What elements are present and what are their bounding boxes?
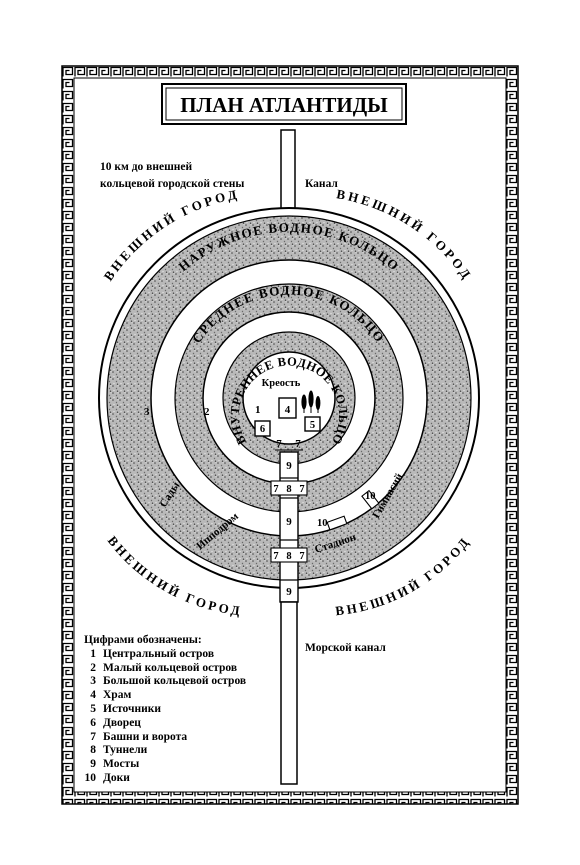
legend-number: 8: [90, 744, 96, 757]
legend-number: 2: [90, 661, 96, 674]
legend-text: Дворец: [103, 716, 141, 729]
legend-text: Доки: [103, 771, 130, 784]
legend-number: 3: [90, 675, 96, 688]
number-10-lower: 10: [317, 518, 328, 529]
number-8-outer: 8: [286, 551, 291, 562]
legend-item: 3 Большой кольцевой остров: [84, 675, 246, 689]
legend-item: 8 Туннели: [84, 744, 246, 758]
number-7-outer-left: 7: [273, 551, 278, 562]
legend-item: 9 Мосты: [84, 758, 246, 772]
springs-box: [304, 416, 321, 432]
legend-text: Центральный остров: [103, 647, 215, 660]
legend-item: 2 Малый кольцевой остров: [84, 662, 246, 676]
legend-item: 10 Доки: [84, 772, 246, 786]
legend-text: Башни и ворота: [103, 730, 188, 743]
legend-item: 5 Источники: [84, 703, 246, 717]
legend-number: 5: [90, 702, 96, 715]
number-5: 5: [310, 420, 315, 431]
gate-tunnel-outer: [270, 547, 308, 563]
legend-item: 6 Дворец: [84, 717, 246, 731]
number-9-middle-bridge: 9: [286, 516, 292, 528]
number-7-middle-left: 7: [273, 484, 278, 495]
fortress-label: Креость: [262, 378, 301, 389]
legend-heading: Цифрами обозначены:: [84, 634, 202, 646]
gate-tunnel-middle: [270, 480, 308, 496]
legend-item: 1 Центральный остров: [84, 648, 246, 662]
legend-number: 7: [90, 730, 96, 743]
number-1: 1: [255, 404, 261, 416]
distance-note-line-1: 10 км до внешней: [100, 161, 193, 173]
dock-upper: [361, 489, 380, 510]
legend-item: 4 Храм: [84, 689, 246, 703]
palace-box: [254, 420, 271, 437]
number-8-middle: 8: [286, 484, 291, 495]
legend-number: 1: [90, 647, 96, 660]
number-7-outer-right: 7: [299, 551, 304, 562]
number-7-middle-right: 7: [299, 484, 304, 495]
legend-text: Источники: [103, 702, 161, 715]
legend-number: 4: [90, 689, 96, 702]
title-box-outer: [161, 83, 407, 125]
number-7-inner-left: 7: [276, 438, 282, 450]
number-4: 4: [285, 404, 291, 416]
legend-number: 10: [84, 771, 97, 784]
number-2: 2: [204, 406, 210, 418]
legend-text: Храм: [103, 689, 132, 702]
temple-box: [278, 397, 297, 419]
number-3: 3: [144, 406, 150, 418]
legend-item: 7 Башни и ворота: [84, 731, 246, 745]
distance-note-line-2: кольцевой городской стены: [100, 178, 244, 190]
number-9-outer-bridge: 9: [286, 586, 292, 598]
number-6: 6: [260, 424, 265, 435]
legend-text: Большой кольцевой остров: [103, 675, 247, 688]
dock-lower: [326, 515, 348, 531]
legend-number: 9: [90, 758, 96, 771]
tree-icons: [301, 390, 321, 413]
legend-text: Малый кольцевой остров: [103, 661, 238, 674]
sea-canal-label: Морской канал: [305, 642, 386, 654]
page-title: ПЛАН АТЛАНТИДЫ: [180, 93, 388, 117]
sea-canal: [280, 601, 298, 785]
canal-label: Канал: [305, 178, 338, 190]
number-10-upper: 10: [365, 491, 376, 502]
legend-number: 6: [90, 716, 96, 729]
title-box-inner: [165, 87, 403, 121]
number-9-inner-bridge: 9: [286, 460, 292, 472]
number-7-inner-right: 7: [295, 438, 301, 450]
legend-text: Мосты: [103, 758, 140, 771]
legend-text: Туннели: [103, 744, 148, 757]
